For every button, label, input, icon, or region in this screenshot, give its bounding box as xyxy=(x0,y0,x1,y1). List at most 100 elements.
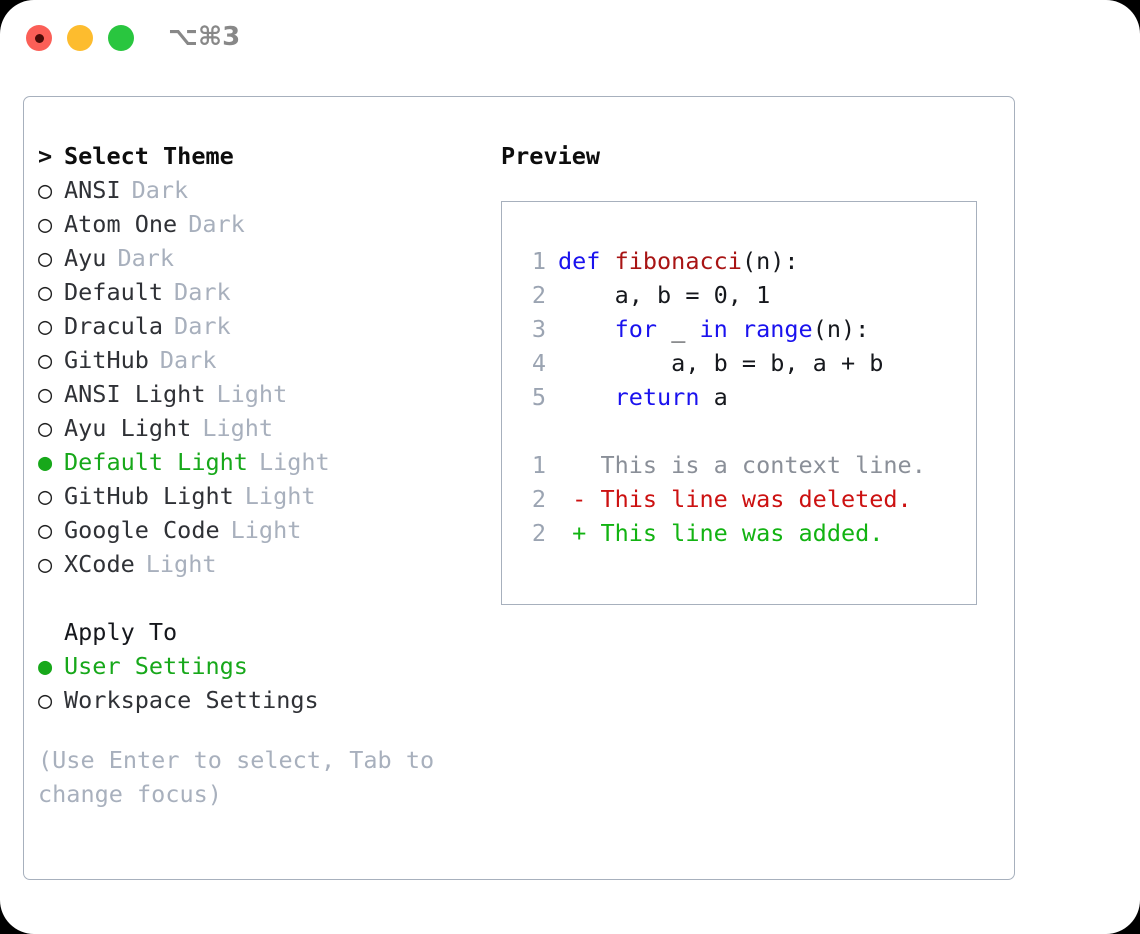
theme-list-item[interactable]: ○ Ayu Light Light xyxy=(38,411,488,445)
radio-unselected-icon: ○ xyxy=(38,550,53,578)
radio-unselected-icon: ○ xyxy=(38,516,53,544)
token-pl: a, b = b, a + b xyxy=(558,349,884,377)
apply-to-header-label: Apply To xyxy=(64,618,178,646)
apply-to-option[interactable]: ●User Settings xyxy=(38,649,488,683)
theme-variant: Dark xyxy=(159,346,217,374)
radio-unselected-icon: ○ xyxy=(38,244,53,272)
code-line: 1 def fibonacci(n): xyxy=(518,244,970,278)
theme-variant: Light xyxy=(202,414,274,442)
theme-variant: Dark xyxy=(188,210,245,238)
diff-line: 1 This is a context line. xyxy=(518,448,970,482)
token-pl: a, b = 0, 1 xyxy=(558,281,771,309)
theme-variant: Light xyxy=(244,482,316,510)
theme-list-item[interactable]: ○ Default Dark xyxy=(38,275,488,309)
token-ctx: This is a context line. xyxy=(558,451,926,479)
radio-unselected-icon: ○ xyxy=(38,278,53,306)
line-content: a, b = 0, 1 xyxy=(558,278,771,312)
token-del: - This line was deleted. xyxy=(558,485,912,513)
code-line: 2 a, b = 0, 1 xyxy=(518,278,970,312)
token-add: + This line was added. xyxy=(558,519,884,547)
apply-to-indent: ○ xyxy=(38,615,64,649)
apply-to-option[interactable]: ○Workspace Settings xyxy=(38,683,488,717)
theme-name: Google Code xyxy=(64,516,220,544)
theme-variant: Dark xyxy=(117,244,175,272)
radio-selected-icon: ● xyxy=(38,652,53,680)
token-pl xyxy=(728,315,742,343)
theme-list-item[interactable]: ○ Atom One Dark xyxy=(38,207,488,241)
list-spacer xyxy=(38,581,488,615)
title-bar: ⌥⌘3 xyxy=(0,0,1140,78)
token-kw: range xyxy=(741,315,813,343)
apply-to-options: ●User Settings○Workspace Settings xyxy=(38,649,488,717)
token-kw: return xyxy=(614,383,700,411)
close-button[interactable] xyxy=(26,25,52,51)
token-fn: fibonacci xyxy=(614,247,742,275)
line-number: 1 xyxy=(531,451,546,479)
window-controls xyxy=(26,25,134,51)
line-content: return a xyxy=(558,380,728,414)
line-number: 2 xyxy=(531,485,546,513)
token-pl xyxy=(558,383,615,411)
radio-selected-icon: ● xyxy=(38,448,53,476)
zoom-button[interactable] xyxy=(108,25,134,51)
line-content: for _ in range(n): xyxy=(558,312,870,346)
token-pl: _ xyxy=(657,315,700,343)
radio-unselected-icon: ○ xyxy=(38,380,53,408)
theme-name: GitHub Light xyxy=(64,482,234,510)
line-content: def fibonacci(n): xyxy=(558,244,799,278)
theme-list-item[interactable]: ○ Google Code Light xyxy=(38,513,488,547)
theme-variant: Dark xyxy=(174,278,231,306)
theme-name: XCode xyxy=(64,550,135,578)
theme-name: Default xyxy=(64,278,164,306)
keyboard-hint: (Use Enter to select, Tab to change focu… xyxy=(38,746,435,808)
theme-list-item[interactable]: ○ GitHub Light Light xyxy=(38,479,488,513)
token-pl: (n): xyxy=(812,315,870,343)
apply-to-option-label: Workspace Settings xyxy=(64,686,319,714)
theme-variant: Light xyxy=(258,448,330,476)
line-number: 2 xyxy=(531,519,546,547)
theme-name: ANSI Light xyxy=(64,380,206,408)
code-line: 5 return a xyxy=(518,380,970,414)
token-kw: in xyxy=(699,315,728,343)
line-number: 5 xyxy=(531,383,546,411)
minimize-button[interactable] xyxy=(67,25,93,51)
token-pl xyxy=(558,315,615,343)
line-content: + This line was added. xyxy=(558,516,883,550)
line-content: This is a context line. xyxy=(558,448,926,482)
theme-list-header: > Select Theme xyxy=(38,139,488,173)
token-kw: for xyxy=(614,315,658,343)
code-diff-separator xyxy=(518,414,970,448)
caret-icon: > xyxy=(38,142,53,170)
theme-variant: Light xyxy=(145,550,217,578)
code-line: 3 for _ in range(n): xyxy=(518,312,970,346)
diff-sample: 1 This is a context line. 2 - This line w… xyxy=(518,448,970,550)
line-number: 1 xyxy=(531,247,546,275)
apply-to-header: ○ Apply To xyxy=(38,615,488,649)
token-pl: (n): xyxy=(741,247,799,275)
radio-unselected-icon: ○ xyxy=(38,210,53,238)
theme-variant: Dark xyxy=(131,176,189,204)
theme-list-item[interactable]: ○ XCode Light xyxy=(38,547,488,581)
radio-unselected-icon: ○ xyxy=(38,414,53,442)
radio-unselected-icon: ○ xyxy=(38,482,53,510)
theme-name: GitHub xyxy=(64,346,149,374)
theme-variant: Light xyxy=(230,516,302,544)
theme-name: Ayu Light xyxy=(64,414,192,442)
theme-name: Atom One xyxy=(64,210,178,238)
theme-name: ANSI xyxy=(64,176,121,204)
token-kw: def xyxy=(558,247,615,275)
preview-title: Preview xyxy=(501,142,601,170)
